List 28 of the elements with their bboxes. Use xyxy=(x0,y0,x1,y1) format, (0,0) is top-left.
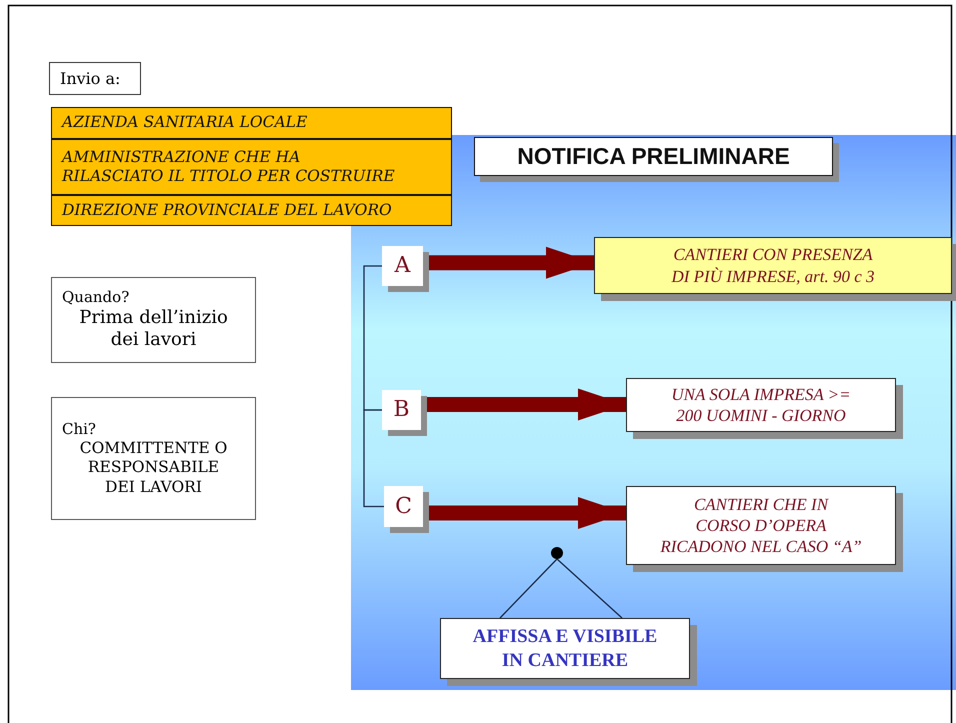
note-text: AFFISSA E VISIBILE IN CANTIERE xyxy=(472,624,658,672)
case-letter: A xyxy=(393,252,412,280)
slide-title: NOTIFICA PRELIMINARE xyxy=(516,142,791,171)
info-box xyxy=(51,277,256,363)
connector-line xyxy=(499,558,623,619)
case-letter: B xyxy=(392,396,411,424)
recipient-name: AZIENDA SANITARIA LOCALE xyxy=(62,113,308,133)
label-box xyxy=(49,62,141,95)
recipient-name: AMMINISTRAZIONE CHE HA RILASCIATO IL TITOLO PER COSTRUIRE xyxy=(62,148,396,186)
recipient-box xyxy=(51,195,452,226)
recipient-box xyxy=(51,139,452,195)
info-box xyxy=(51,397,256,520)
letter-box xyxy=(384,486,423,527)
box-label: Invio a: xyxy=(60,68,122,88)
recipient-box xyxy=(51,107,452,139)
connector-line xyxy=(363,265,382,411)
case-text: CANTIERI CON PRESENZA DI PIÙ IMPRESE, art. 90 c 3 xyxy=(670,244,876,287)
answer-text: COMMITTENTE O RESPONSABILE DEI LAVORI xyxy=(78,438,228,497)
recipient-name: DIREZIONE PROVINCIALE DEL LAVORO xyxy=(62,200,393,220)
case-text: CANTIERI CHE IN CORSO D’OPERA RICADONO NEL CASO “A” xyxy=(659,494,863,558)
answer-text: Prima dell’inizio dei lavori xyxy=(78,306,229,352)
letter-box xyxy=(382,246,423,286)
letter-box xyxy=(382,390,421,430)
question-label: Chi? xyxy=(62,420,97,439)
case-text: UNA SOLA IMPRESA >= 200 UOMINI - GIORNO xyxy=(670,384,852,426)
case-letter: C xyxy=(394,492,413,520)
question-label: Quando? xyxy=(62,288,130,307)
connector-line xyxy=(363,409,384,508)
